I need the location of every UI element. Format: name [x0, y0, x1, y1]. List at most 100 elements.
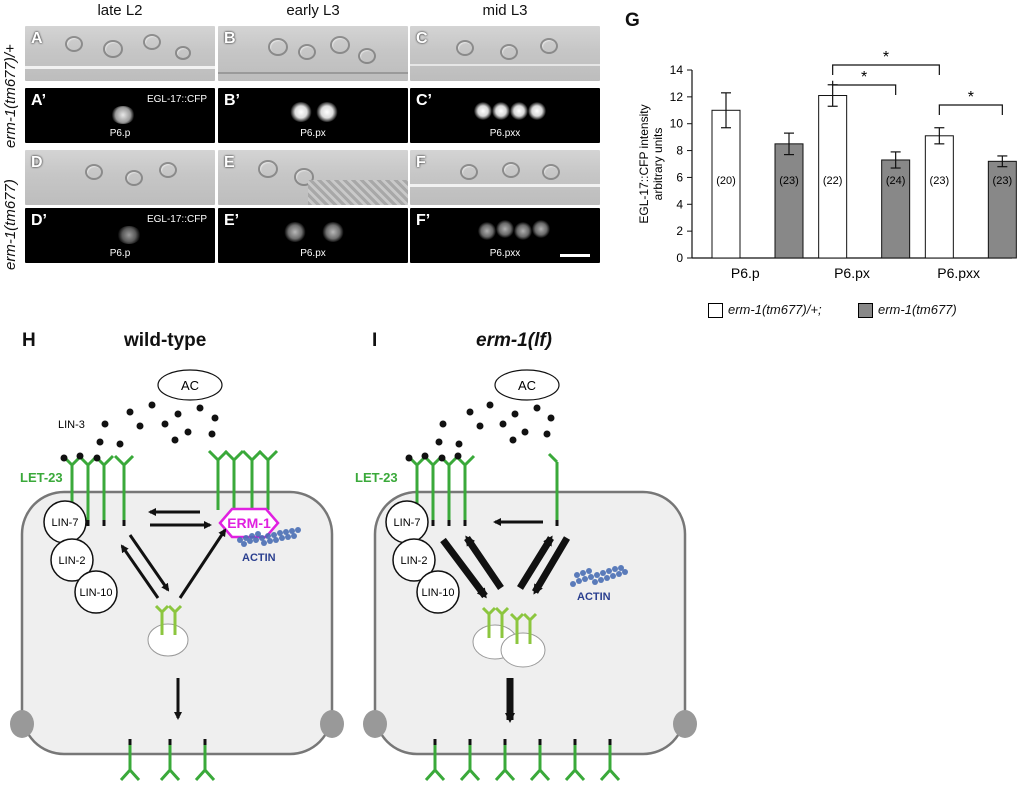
micrograph-f-prime: F’ P6.pxx	[410, 208, 600, 263]
diagram-title-erm-1-lf: erm-1(lf)	[476, 330, 553, 351]
panel-label-g: G	[625, 10, 640, 31]
micrograph-e: E	[218, 150, 408, 205]
endocytic-vesicle	[147, 623, 189, 657]
lin-2-label: LIN-2	[59, 555, 86, 567]
anchor-cell	[157, 369, 223, 401]
y-tick-label: 14	[670, 63, 684, 77]
let-23-label: LET-23	[355, 470, 398, 485]
diagram-title-wild-type: wild-type	[124, 330, 207, 351]
y-tick-label: 2	[676, 224, 683, 238]
micrograph-b: B	[218, 26, 408, 81]
row-label-mutant: erm-1(tm677)	[2, 179, 19, 270]
sample-size-label: (22)	[823, 175, 843, 187]
cell-label: P6.px	[300, 248, 326, 259]
cell-body	[20, 490, 334, 756]
let-23-receptor-unbound	[547, 452, 559, 520]
cell-label: P6.px	[300, 128, 326, 139]
significance-bracket	[832, 80, 897, 95]
y-tick-label: 12	[670, 90, 684, 104]
lin-7-label: LIN-7	[52, 517, 79, 529]
wild-type-model-diagram: AC LIN-3 LET-23 ERM-1 ACTIN	[10, 369, 344, 782]
lin-2-protein	[392, 538, 436, 582]
junction	[363, 710, 387, 738]
bar	[711, 109, 741, 259]
x-tick-label: P6.pxx	[937, 265, 980, 281]
micrograph-a: A	[25, 26, 215, 81]
basolateral-receptors	[119, 745, 216, 782]
row-label-heterozygote: erm-1(tm677)/+	[2, 44, 19, 148]
micrograph-e-prime: E’ P6.px	[218, 208, 408, 263]
tile-label: D’	[31, 212, 47, 229]
sample-size-label: (23)	[993, 175, 1013, 187]
significance-bracket	[938, 104, 1003, 115]
anchor-cell	[494, 369, 560, 401]
lin-10-label: LIN-10	[421, 587, 454, 599]
erm-1-label: ERM-1	[227, 515, 271, 531]
actin-label: ACTIN	[242, 552, 276, 564]
marker-label: EGL-17::CFP	[146, 214, 207, 225]
bound-ligand	[60, 452, 101, 462]
tile-label: A	[31, 30, 43, 47]
trafficking-arrows	[440, 518, 571, 723]
sample-size-label: (23)	[930, 175, 950, 187]
cell-label: P6.pxx	[489, 128, 521, 139]
y-tick-label: 10	[670, 117, 684, 131]
y-tick-label: 8	[676, 144, 683, 158]
sample-size-label: (24)	[886, 175, 906, 187]
significance-star: *	[883, 49, 889, 66]
column-header-mid-l3: mid L3	[482, 2, 528, 19]
legend-label-mutant: erm-1(tm677)	[878, 302, 957, 317]
cell-label: P6.p	[109, 128, 131, 139]
erm-1-hexagon	[218, 507, 280, 539]
tile-label: F	[416, 154, 426, 171]
micrograph-c: C	[410, 26, 600, 81]
anchor-cell-label: AC	[181, 378, 199, 393]
tile-label: A’	[31, 92, 47, 109]
tile-label: C’	[416, 92, 432, 109]
column-header-early-l3: early L3	[286, 2, 340, 19]
endocytic-vesicle	[500, 632, 546, 668]
let-23-receptors-unbound	[207, 449, 279, 510]
panel-label-i: I	[372, 330, 378, 351]
internalized-receptors	[154, 604, 183, 635]
bar	[774, 143, 804, 259]
bar	[987, 160, 1017, 259]
lin-10-label: LIN-10	[79, 587, 112, 599]
significance-star: *	[968, 89, 974, 106]
lin-3-ligand-dots	[435, 401, 555, 448]
junction	[320, 710, 344, 738]
micrograph-b-prime: B’ P6.px	[218, 88, 408, 143]
y-axis-label-line1: EGL-17::CFP intensity	[637, 104, 651, 223]
tile-label: C	[416, 30, 428, 47]
cell-label: P6.p	[109, 248, 131, 259]
tile-label: D	[31, 154, 43, 171]
actin-filament	[237, 527, 301, 547]
junction	[10, 710, 34, 738]
significance-bracket	[832, 64, 940, 75]
micrograph-f: F	[410, 150, 600, 205]
legend-swatch-mutant	[858, 303, 873, 318]
micrograph-a-prime: A’ EGL-17::CFP P6.p	[25, 88, 215, 143]
micrograph-c-prime: C’ P6.pxx	[410, 88, 600, 143]
let-23-label: LET-23	[20, 470, 63, 485]
marker-label: EGL-17::CFP	[146, 94, 207, 105]
tile-label: B’	[224, 92, 240, 109]
y-tick-label: 0	[676, 251, 683, 265]
column-header-late-l2: late L2	[97, 2, 143, 19]
y-tick-label: 4	[676, 197, 683, 211]
actin-label: ACTIN	[577, 591, 611, 603]
sample-size-label: (23)	[779, 175, 799, 187]
lin-2-label: LIN-2	[401, 555, 428, 567]
scale-bar	[560, 254, 590, 257]
y-axis-label-line2: arbitrary units	[651, 128, 665, 201]
basolateral-tails	[433, 739, 612, 745]
tile-label: E	[224, 154, 235, 171]
tile-label: E’	[224, 212, 240, 229]
basolateral-receptors	[424, 745, 621, 782]
micrograph-d: D	[25, 150, 215, 205]
bound-ligand	[405, 452, 462, 462]
x-tick-label: P6.p	[731, 265, 760, 281]
legend-label-heterozygote: erm-1(tm677)/+;	[728, 302, 822, 317]
micrograph-d-prime: D’ EGL-17::CFP P6.p	[25, 208, 215, 263]
